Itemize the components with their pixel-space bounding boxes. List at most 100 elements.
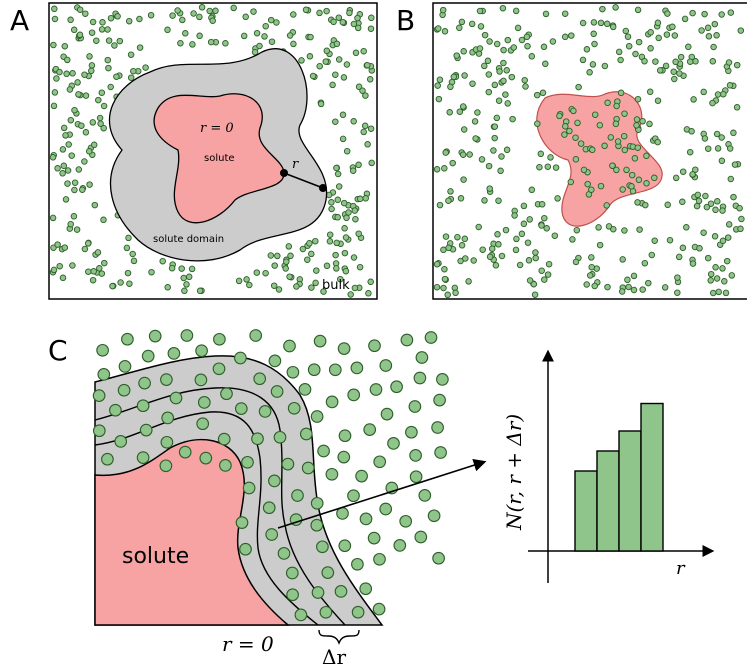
bulk-particle: [96, 265, 103, 272]
bulk-particle: [312, 237, 319, 245]
bulk-particle: [93, 37, 100, 44]
particle: [601, 142, 608, 150]
particle: [738, 215, 745, 223]
particle: [476, 7, 484, 15]
particle: [217, 432, 231, 446]
particle: [628, 171, 636, 179]
particle: [633, 122, 640, 129]
particle: [712, 264, 719, 271]
bulk-particle: [352, 215, 359, 223]
particle: [492, 262, 500, 269]
bulk-particle: [59, 146, 67, 153]
particle: [431, 421, 444, 434]
bulk-particle: [89, 276, 97, 284]
particle: [689, 9, 696, 17]
bulk-particle: [168, 264, 176, 272]
particle: [390, 380, 403, 394]
bulk-particle: [79, 186, 86, 193]
particle: [457, 195, 465, 202]
histogram-bar-4: [640, 402, 664, 552]
bulk-particle: [333, 40, 341, 48]
particle: [488, 245, 496, 252]
particle: [447, 83, 454, 91]
particle: [701, 10, 708, 18]
particle: [723, 257, 731, 265]
bulk-particle: [283, 258, 290, 265]
bulk-particle: [273, 19, 280, 26]
particle: [219, 459, 232, 472]
particle: [541, 214, 548, 222]
particle: [97, 368, 111, 381]
bulk-particle: [306, 53, 314, 60]
bulk-particle: [100, 216, 107, 224]
particle: [441, 165, 448, 172]
particle: [461, 72, 468, 79]
particle: [554, 195, 561, 202]
particle: [511, 212, 518, 219]
particle: [286, 588, 299, 602]
panel-a-solute-region: [153, 93, 285, 224]
bulk-particle: [61, 42, 69, 50]
particle: [298, 383, 312, 396]
bulk-particle: [85, 268, 92, 275]
bulk-particle: [306, 240, 313, 247]
particle: [634, 95, 642, 103]
bulk-particle: [65, 141, 72, 148]
particle: [498, 153, 505, 160]
particle: [373, 455, 387, 469]
particle: [286, 365, 300, 379]
bulk-particle: [127, 51, 135, 58]
particle: [534, 120, 541, 127]
bulk-particle: [342, 234, 350, 241]
bulk-particle: [182, 30, 189, 37]
bulk-particle: [105, 64, 112, 72]
particle: [195, 344, 208, 358]
particle: [623, 166, 630, 174]
particle: [347, 489, 360, 503]
particle: [441, 28, 449, 35]
bulk-particle: [367, 278, 374, 286]
bulk-particle: [196, 32, 203, 40]
particle: [654, 138, 661, 146]
particle: [685, 43, 692, 51]
particle: [453, 52, 460, 59]
bulk-particle: [53, 75, 60, 82]
bulk-particle: [76, 31, 84, 39]
particle: [478, 156, 486, 163]
bulk-particle: [82, 129, 90, 136]
particle: [692, 166, 699, 173]
bulk-particle: [268, 38, 276, 45]
particle: [718, 134, 725, 141]
bulk-particle: [340, 199, 348, 207]
bulk-particle: [94, 249, 102, 256]
particle: [646, 88, 654, 96]
particle: [524, 42, 531, 50]
particle: [575, 83, 582, 91]
particle: [485, 71, 493, 78]
particle: [199, 451, 213, 465]
bulk-particle: [334, 214, 341, 221]
bulk-particle: [62, 196, 70, 203]
bulk-particle: [350, 118, 357, 125]
bulk-particle: [207, 38, 215, 46]
particle: [167, 347, 181, 360]
bulk-particle: [261, 33, 268, 40]
particle: [583, 46, 591, 53]
bulk-particle: [262, 22, 269, 30]
particle: [664, 201, 671, 209]
particle: [491, 134, 498, 142]
bulk-particle: [49, 154, 57, 161]
particle: [631, 155, 639, 162]
particle: [291, 489, 304, 502]
bulk-particle: [335, 56, 343, 63]
bulk-particle: [125, 234, 132, 242]
particle: [491, 81, 499, 89]
particle: [486, 38, 493, 45]
bulk-particle: [67, 16, 74, 24]
particle: [569, 236, 576, 243]
particle: [570, 107, 577, 115]
particle: [588, 186, 595, 193]
particle: [414, 530, 428, 544]
bulk-particle: [96, 114, 104, 122]
particle: [525, 257, 533, 264]
